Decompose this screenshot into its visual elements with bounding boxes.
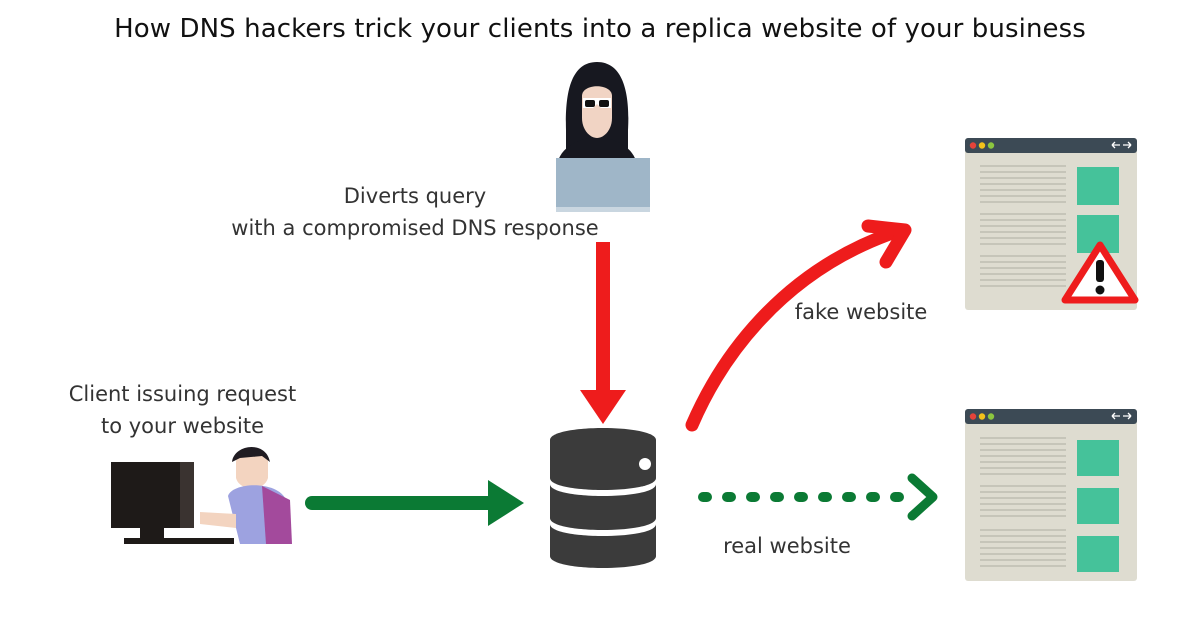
diverted-query-arrow [580,242,626,424]
client-caption-line1: Client issuing request [68,382,297,406]
hacker-caption: Diverts query with a compromised DNS res… [215,180,615,244]
fake-website-label: fake website [794,300,928,324]
fake-redirect-arrow [685,219,912,432]
user-at-computer-icon [111,446,292,544]
real-route-arrow [698,473,938,521]
hacker-caption-line2: with a compromised DNS response [231,216,599,240]
real-browser-window [965,409,1137,581]
hacker-caption-line1: Diverts query [343,184,487,208]
real-website-label: real website [723,534,851,558]
warning-triangle-icon [1061,241,1139,304]
database-server-icon [550,428,656,568]
diagram-title: How DNS hackers trick your clients into … [114,14,1086,44]
client-caption-line2: to your website [100,414,264,438]
client-caption: Client issuing request to your website [55,378,310,442]
hacker-icon [556,62,650,212]
client-request-arrow [305,480,524,526]
